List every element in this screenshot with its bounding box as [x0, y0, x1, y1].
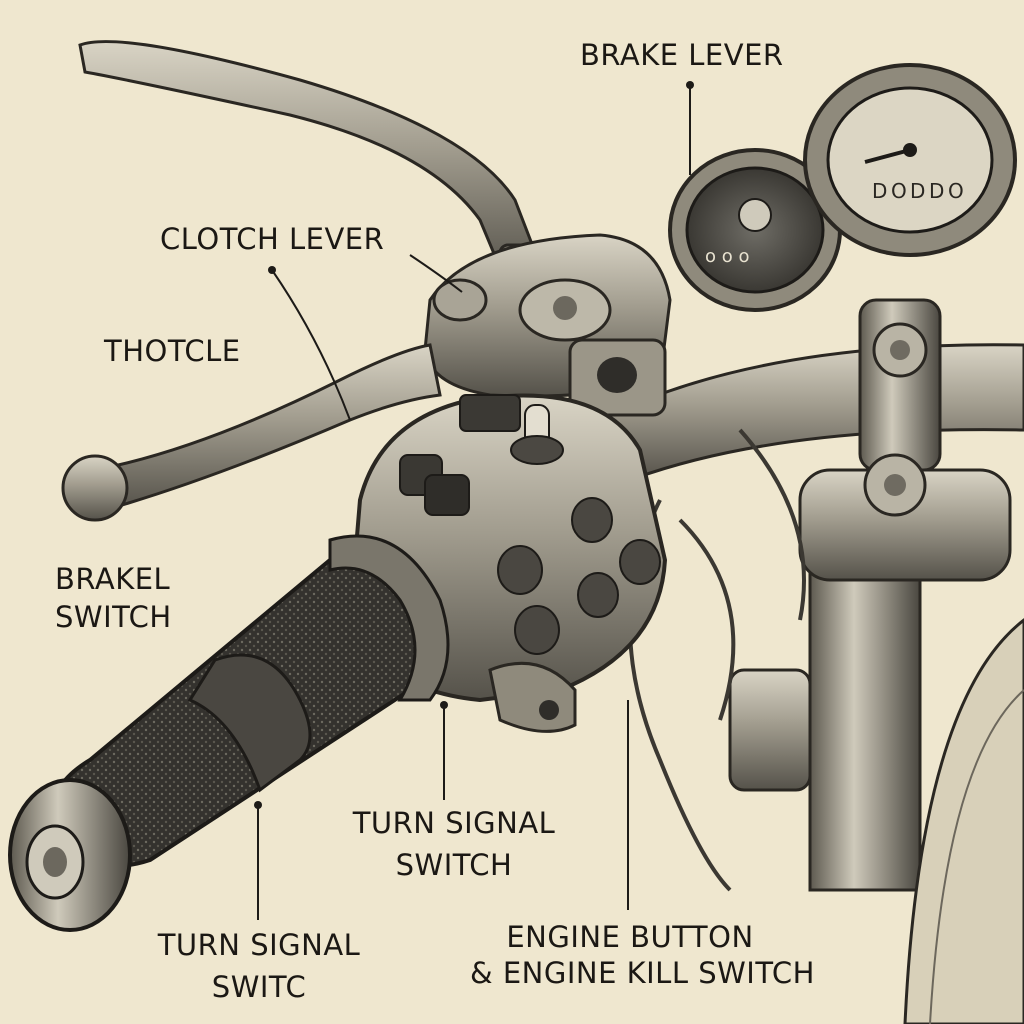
label-turn-signal-switch-left: TURN SIGNAL SWITC [140, 928, 378, 1004]
label-throttle: THOTCLE [104, 334, 241, 368]
gauge-digit: D [872, 179, 887, 203]
handle-grip [8, 534, 450, 932]
label-turn-signal-switch-left-line2: SWITC [211, 970, 307, 1004]
label-engine-button: ENGINE BUTTON & ENGINE KILL SWITCH [470, 920, 815, 990]
label-turn-signal-switch-center: TURN SIGNAL SWITCH [336, 806, 572, 882]
label-turn-signal-switch-left-line1: TURN SIGNAL [157, 928, 361, 962]
label-engine-button-line2: & ENGINE KILL SWITCH [470, 956, 815, 990]
label-brakel-switch-line2: SWITCH [55, 600, 172, 634]
leader-lines [257, 85, 691, 920]
label-brakel-switch: BRAKEL SWITCH [55, 562, 172, 634]
fork-assembly [728, 468, 1024, 1024]
gauge-digit: O [948, 179, 964, 203]
label-turn-signal-switch-center-line2: SWITCH [395, 848, 513, 882]
small-gauge: o o o [668, 148, 842, 312]
cables [628, 428, 806, 892]
svg-text:o o o: o o o [705, 246, 749, 267]
upper-housing [423, 233, 672, 417]
lower-lever [61, 343, 442, 522]
gauge-digit: O [891, 179, 907, 203]
gauge-digit: D [929, 179, 944, 203]
label-brake-lever: BRAKE LEVER [580, 38, 784, 72]
label-brakel-switch-line1: BRAKEL [55, 562, 171, 596]
gauge-digit: D [910, 179, 925, 203]
label-clutch-lever: CLOTCH LEVER [160, 222, 385, 256]
leader-dots [254, 81, 694, 809]
label-turn-signal-switch-center-line1: TURN SIGNAL [352, 806, 556, 840]
label-engine-button-line1: ENGINE BUTTON [506, 920, 754, 954]
handlebar-tube [597, 298, 1024, 517]
